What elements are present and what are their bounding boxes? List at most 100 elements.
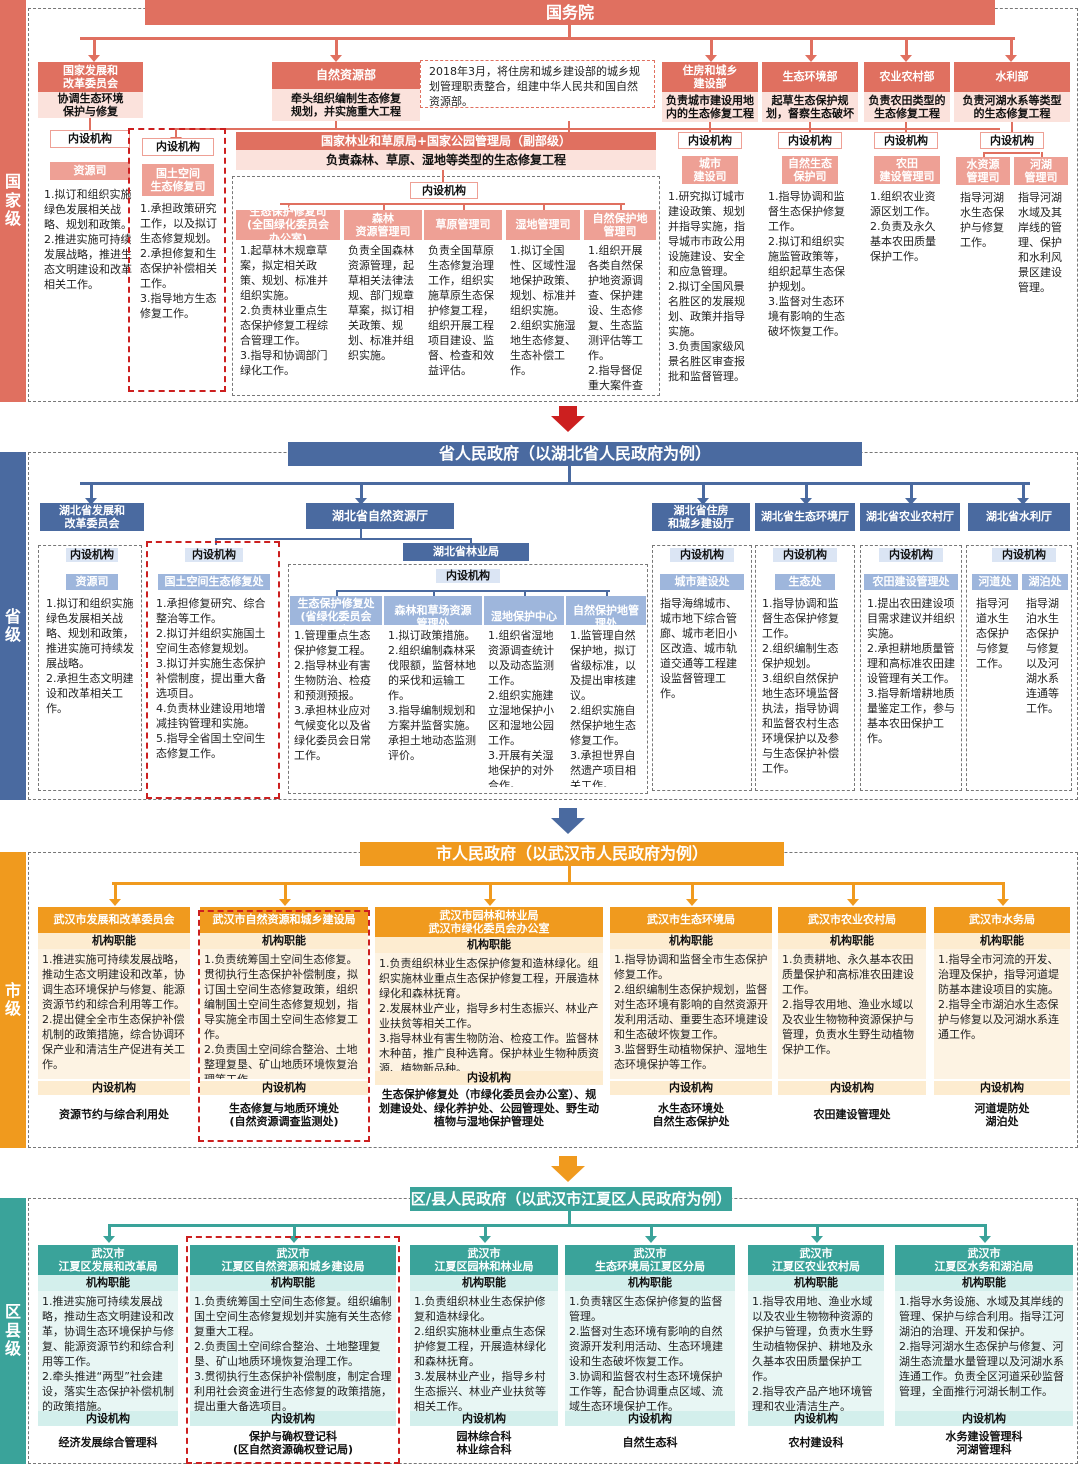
connector-line [568,25,571,37]
province-title: 省人民政府（以湖北省人民政府为例） [288,442,862,466]
connector-line [284,882,287,899]
forestry-subdept-0: 生态保护修复司 (全国绿化委员会 办公室) [236,205,340,245]
arrow-province-to-city-stem [559,808,577,818]
connector-line [108,1224,111,1236]
mnr-branch-line [175,128,1000,130]
forestry-subdept-1: 森林 资源管理司 [344,210,422,240]
arrow-zrzy [330,55,342,62]
mwr-header: 水利部 [954,62,1070,92]
mwr-dept-text-0: 指导河湖水生态保护与修复工作。 [956,187,1010,392]
county-org-header-0: 武汉市 江夏区发展和改革局 [38,1245,178,1275]
city-org-dept-1: 生态修复与地质环境处 (自然资源调查监测处) [204,1097,364,1133]
connector-line [905,122,907,132]
hb-mohurd-inner: 内设机构 [670,548,734,562]
connector-line [524,590,526,596]
hb-mohurd-header: 湖北省住房 和城乡建设厅 [652,503,750,531]
level-band-county: 区 县 级 [0,1198,26,1464]
hb-gtkj-text: 1.承担修复研究、综合整治等工作。 2.拟订并组织实施国土空间生态修复规划。 3… [152,593,274,787]
arrow-city-5 [997,899,1009,906]
mnr-duty: 牵头组织编制生态修复 规划，并实施重大工程 [272,89,420,121]
arrow-city-3 [686,899,698,906]
mee-dept: 自然生态 保护司 [782,156,838,184]
connector-line [852,882,855,899]
arrow-city-2 [484,899,496,906]
county-org-header-3: 武汉市 生态环境局江夏区分局 [565,1245,735,1275]
arrow-city-to-county-stem [559,1156,577,1166]
connector-line [280,203,625,205]
city-org-inner-label-4: 内设机构 [778,1081,926,1095]
connector-line [1022,482,1025,498]
hb-gtkj-inner: 内设机构 [185,548,243,562]
county-org-func-label-3: 机构职能 [565,1275,735,1291]
hb-mwr-dept-text-0: 指导河道水生态保护与修复工作。 [972,593,1020,787]
city-org-header-3: 武汉市生态环境局 [610,907,772,933]
county-org-dept-1: 保护与确权登记科 (区自然资源确权登记局) [194,1426,392,1460]
mee-header: 生态环境部 [762,62,858,92]
hb-forestry-inner: 内设机构 [436,569,500,583]
mwr-duty: 负责河湖水系等类型 的生态修复工程 [954,92,1070,122]
county-org-inner-label-3: 内设机构 [565,1411,735,1426]
city-org-inner-label-2: 内设机构 [375,1071,603,1085]
connector-line [1011,122,1013,132]
connector-line [910,482,913,498]
connector-line [470,538,472,543]
hb-moa-frame [860,545,962,791]
arrow-p-nync [905,498,917,505]
county-org-dept-2: 园林综合科 林业综合科 [414,1426,554,1460]
connector-line [650,1224,653,1236]
mohurd-duty-text: 1.研究拟订城市建设政策、规划并指导实施，指导城市市政公用设施建设、安全和应急管… [664,186,758,392]
arrow-county-5 [979,1236,991,1243]
arrow-city-1 [279,899,291,906]
moa-dept: 农田 建设管理司 [874,156,940,184]
connector-line [983,152,1040,154]
forestry-subdept-text-0: 1.起草林木规章草案，拟定相关政策、规划、标准并组织实施。 2.负责林业重点生态… [236,240,340,392]
mee-duty: 起草生态保护规 划，督察生态破坏 [762,92,858,122]
connector-line [709,122,711,132]
connector-line [335,121,337,130]
county-org-header-4: 武汉市 江夏区农业农村局 [748,1245,884,1275]
mee-inner-label: 内设机构 [778,132,842,149]
state-council-title: 国务院 [145,0,995,25]
connector-line [442,170,444,182]
county-org-func-label-0: 机构职能 [38,1275,178,1291]
county-org-inner-label-1: 内设机构 [190,1411,396,1426]
arrow-county-0 [103,1236,115,1243]
arrow-fgw [88,55,100,62]
ndrc-dept-resources: 资源司 [50,162,130,180]
county-org-inner-label-5: 内设机构 [895,1411,1073,1426]
hb-ndrc-inner: 内设机构 [66,548,118,562]
arrow-slb [1005,55,1017,62]
city-org-func-label-3: 机构职能 [610,933,772,949]
connector-line [336,590,338,596]
hb-mwr-frame [966,545,1072,791]
county-org-inner-label-4: 内设机构 [748,1411,884,1426]
gtkj-dept: 国土空间 生态修复司 [142,164,214,196]
forestry-subdept-text-2: 负责全国草原生态修复治理工作，组织实施草原生态保护修复工程，组织开展工程项目建设… [424,240,502,392]
mohurd-duty: 负责城市建设用地 内的生态修复工程 [662,92,758,122]
connector-line [433,590,435,596]
arrow-national-to-province [551,416,585,432]
city-title: 市人民政府（以武汉市人民政府为例） [360,842,784,866]
ndrc-inner-label: 内设机构 [50,130,130,148]
connector-line [620,203,622,210]
forestry-subdept-2: 草原管理司 [424,210,502,240]
hb-forestry-subdept-text-3: 1.监管理自然保护地，拟订省级标准，以及提出审核建议。 2.组织实施自然保护地生… [566,625,646,787]
province-distribution-line [80,482,1030,485]
connector-line [463,203,465,210]
city-org-func-label-4: 机构职能 [778,933,926,949]
hb-mohurd-text: 指导海绵城市、城市地下综合管廊、城市老旧小区改造、城市轨道交通等工程建设监督管理… [656,593,750,787]
city-org-header-4: 武汉市农业农村局 [778,907,926,933]
city-org-dept-3: 水生态环境处 自然生态保护处 [614,1097,768,1133]
city-org-func-label-2: 机构职能 [375,937,603,953]
county-org-dept-0: 经济发展综合管理科 [42,1426,174,1460]
county-org-text-0: 1.推进实施可持续发展战略，推动生态文明建设和改革，协调生态环境保护与修复、能源… [38,1291,178,1411]
city-org-inner-label-3: 内设机构 [610,1081,772,1095]
connector-line [810,37,813,55]
hb-mee-dept: 生态处 [775,574,835,590]
connector-line [568,121,570,128]
connector-line [568,466,571,482]
county-org-func-label-4: 机构职能 [748,1275,884,1291]
city-org-func-label-1: 机构职能 [200,933,368,949]
hb-mwr-header: 湖北省水利厅 [968,503,1070,531]
hb-mwr-dept-text-1: 指导湖泊水生态保护与修复以及河湖水系连通等工作。 [1022,593,1070,787]
